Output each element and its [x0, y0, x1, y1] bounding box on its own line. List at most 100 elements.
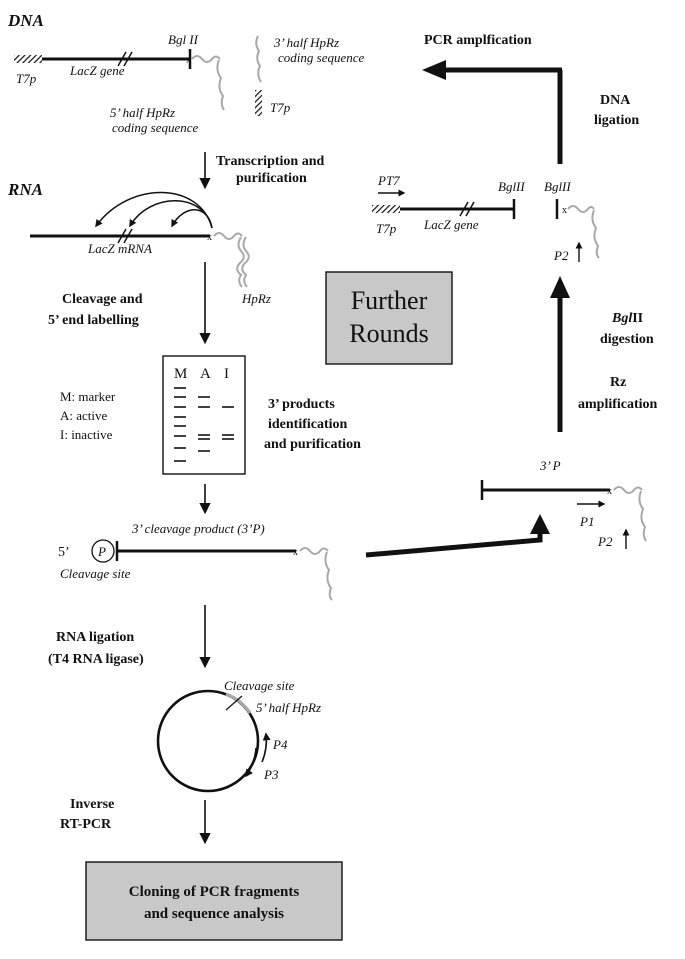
three-p-label: 3’ P — [539, 458, 561, 473]
primer-p4-arrow — [261, 732, 271, 763]
t7p-right-hatch — [255, 90, 262, 116]
dna-label: DNA — [7, 11, 44, 30]
three-half-label-2: coding sequence — [278, 50, 365, 65]
cleavage-x-mark: x — [186, 55, 191, 66]
inverse-label-1: Inverse — [70, 797, 114, 812]
cleavage-product-label: 3’ cleavage product (3’P) — [131, 521, 265, 536]
arrowhead — [550, 276, 570, 298]
five-prime-label: 5’ — [58, 545, 70, 560]
rna-ligation-label-2: (T4 RNA ligase) — [48, 652, 144, 667]
further-rounds-box — [325, 271, 453, 365]
five-half-label-2: coding sequence — [112, 120, 199, 135]
gel-bands — [174, 387, 234, 462]
p2-bottom-label: P2 — [597, 534, 613, 549]
gel-lane-a: A — [200, 366, 211, 382]
lacz-gene-r-label: LacZ gene — [423, 217, 479, 232]
break-mark — [117, 51, 127, 67]
transcription-label-2: purification — [236, 171, 307, 186]
hairpin-strand — [613, 486, 643, 494]
t7p-r-label: T7p — [376, 221, 397, 236]
products-label-3: and purification — [264, 437, 361, 452]
transcription-label-1: Transcription and — [216, 154, 324, 169]
p1-label: P1 — [579, 514, 594, 529]
t7p-right-loop-hatch — [372, 205, 400, 213]
p4-label: P4 — [272, 737, 288, 752]
bglii-left-label: Bgl II — [168, 32, 199, 47]
cleavage-labelling-1: Cleavage and — [62, 292, 143, 307]
cleavage-labelling-2: 5’ end labelling — [48, 313, 139, 328]
dna-ligation-label-2: ligation — [594, 113, 639, 128]
hairpin-strand — [299, 547, 329, 555]
arrowhead — [422, 60, 446, 80]
break-mark — [123, 228, 133, 244]
circle-half-hprz-segment — [225, 692, 252, 714]
rna-label: RNA — [7, 180, 43, 199]
cleavage-site-circle-label: Cleavage site — [224, 678, 295, 693]
hpRz-hairpin — [236, 236, 245, 288]
hairpin-strand — [191, 55, 221, 63]
hairpin-strand — [591, 209, 600, 259]
hairpin-strand — [216, 59, 225, 111]
cleavage-arrow-arc — [129, 200, 213, 229]
cleavage-x-mark: x — [607, 486, 612, 497]
gel-lane-m: M — [174, 366, 187, 382]
dna-ligation-label-1: DNA — [600, 93, 631, 108]
hairpin-strand — [567, 205, 595, 213]
break-mark — [465, 201, 475, 217]
hairpin-strand — [638, 490, 647, 542]
phosphate-circle — [91, 539, 115, 563]
circular-rna — [156, 689, 260, 793]
inverse-label-2: RT-PCR — [60, 817, 112, 832]
hairpin-strand — [324, 551, 333, 601]
further-rounds-label-1: Further — [351, 286, 428, 315]
lacz-gene-left-label: LacZ gene — [69, 63, 125, 78]
break-mark — [459, 201, 469, 217]
lacz-mrna-label: LacZ mRNA — [87, 241, 152, 256]
legend-marker: M: marker — [60, 389, 116, 404]
rz-label-2: amplification — [578, 397, 658, 412]
bglii-digestion-label-2: digestion — [600, 332, 654, 347]
gel-lane-i: I — [224, 366, 229, 382]
t7p-left-label: T7p — [16, 71, 37, 86]
cloning-label-2: and sequence analysis — [144, 906, 284, 922]
cleavage-x-mark: x — [207, 232, 212, 243]
cleavage-arrow-arc — [171, 209, 213, 229]
thick-flow-connector — [365, 530, 543, 558]
cloning-label-1: Cloning of PCR fragments — [129, 884, 300, 900]
hairpin-strand — [213, 232, 243, 240]
legend-active: A: active — [60, 408, 108, 423]
bglii-r1-label: BglII — [498, 179, 525, 194]
rna-ligation-label-1: RNA ligation — [56, 630, 134, 645]
cleavage-x-mark: x — [562, 205, 567, 216]
hpRz-hairpin — [241, 236, 250, 288]
products-label-1: 3’ products — [268, 397, 335, 412]
cleavage-site-left-label: Cleavage site — [60, 566, 131, 581]
break-mark — [117, 228, 127, 244]
pcr-amplification-label: PCR amplfication — [424, 33, 532, 48]
phosphate-label: P — [97, 544, 106, 559]
pt7-label: PT7 — [377, 173, 400, 188]
three-half-label-1: 3’ half HpRz — [273, 35, 339, 50]
five-half-label-1: 5’ half HpRz — [110, 105, 175, 120]
products-label-2: identification — [268, 417, 348, 432]
cloning-box — [85, 861, 343, 941]
gel-box — [162, 355, 246, 475]
t7-promoter-hatch — [14, 55, 42, 63]
three-half-strand — [255, 35, 262, 83]
five-half-circle-label: 5’ half HpRz — [256, 700, 321, 715]
bglii-r2-label: BglII — [544, 179, 571, 194]
rz-label-1: Rz — [610, 375, 626, 390]
primer-p3-arrow — [245, 747, 257, 778]
cleavage-x-mark: x — [293, 547, 298, 558]
hprz-label: HpRz — [241, 291, 271, 306]
t7p-right-label: T7p — [270, 100, 291, 115]
further-rounds-label-2: Rounds — [349, 319, 428, 348]
bglii-digestion-label-1: BglII — [611, 311, 643, 326]
arrowhead — [530, 514, 550, 534]
p3-label: P3 — [263, 767, 279, 782]
break-mark — [123, 51, 133, 67]
cleavage-site-pointer — [225, 695, 243, 711]
p2-top-label: P2 — [553, 248, 569, 263]
